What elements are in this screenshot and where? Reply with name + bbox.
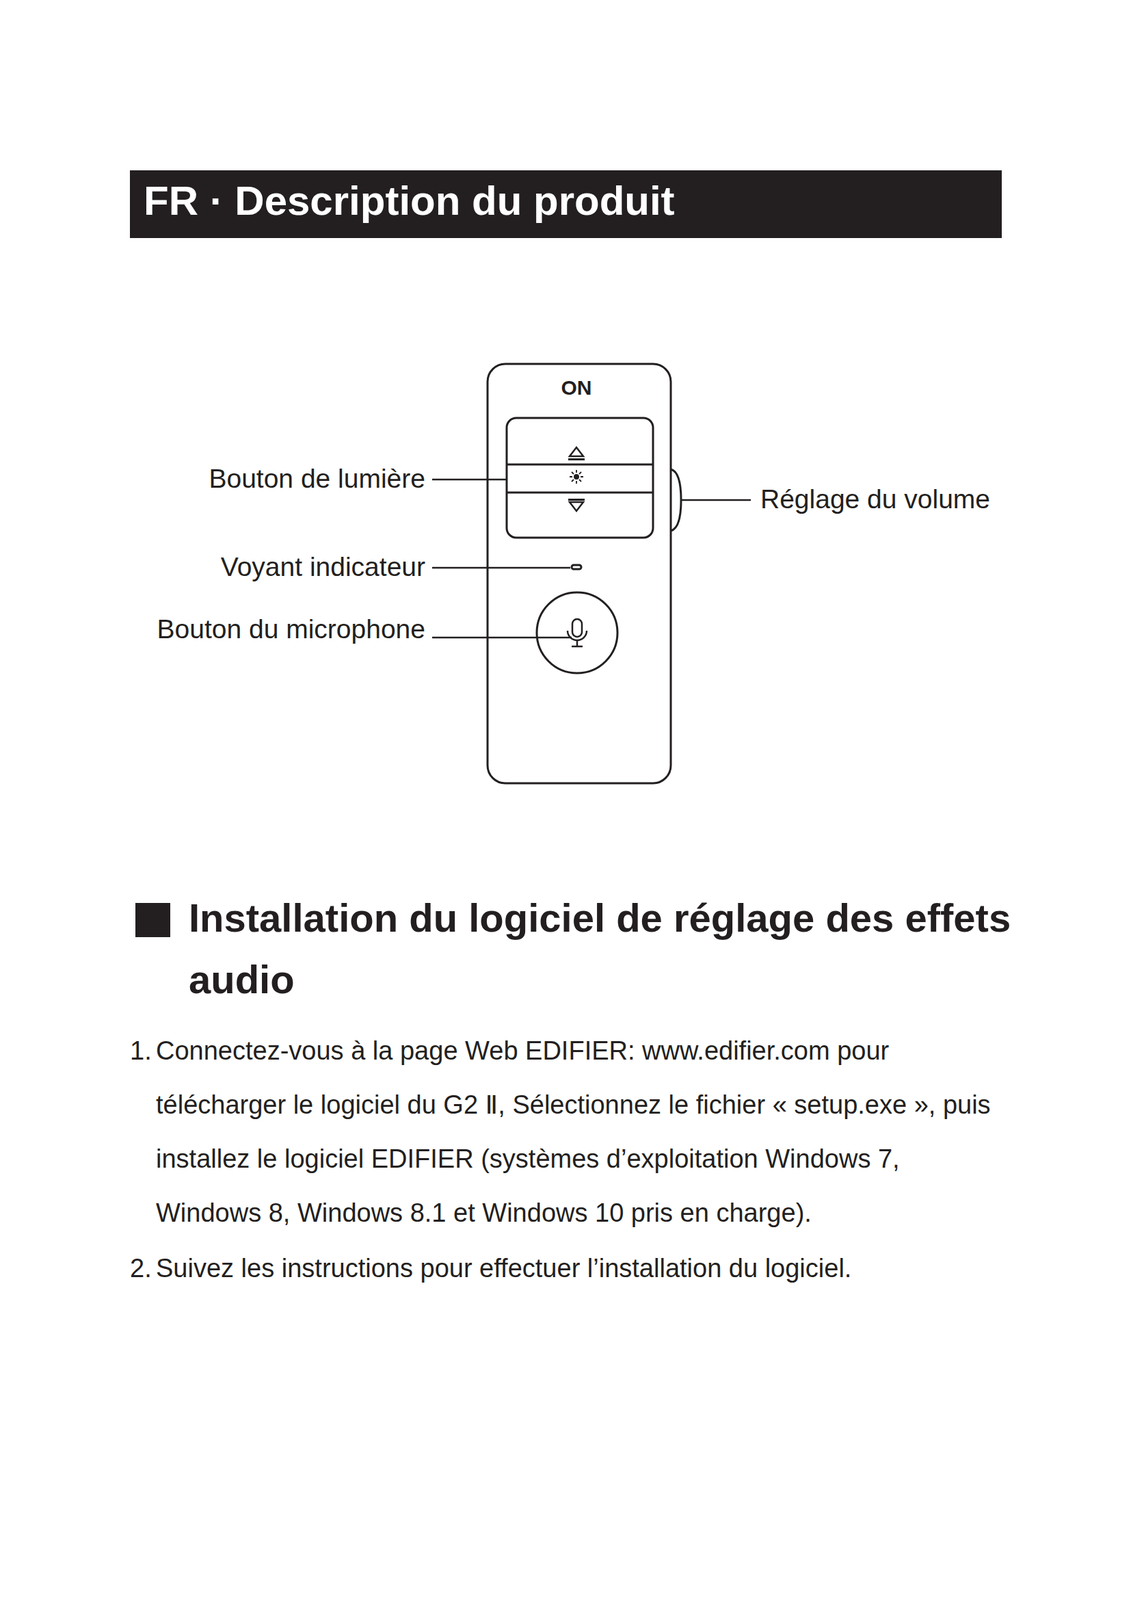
heading-square <box>135 902 171 937</box>
list-item: Connectez-vous à la page Web EDIFIER: ww… <box>155 1023 1001 1240</box>
up-arrow <box>569 447 584 457</box>
light-button-block <box>506 417 654 538</box>
list-number: 2. <box>129 1241 158 1296</box>
indicator-led <box>571 564 582 569</box>
leader-line <box>432 566 571 569</box>
mic-button <box>536 592 618 673</box>
list-number: 1. <box>129 1023 158 1078</box>
volume-wheel <box>670 469 682 531</box>
remote-body <box>487 363 671 783</box>
light-icon-rays <box>569 469 584 484</box>
mic-icon <box>567 618 587 647</box>
down-arrow-base <box>568 498 585 501</box>
section-heading: Installation du logiciel de réglage des … <box>188 886 1058 1010</box>
leader-line <box>681 499 751 502</box>
up-arrow-base <box>568 458 585 461</box>
button-divider <box>506 491 654 494</box>
part-name: Réglage du volume <box>760 483 991 516</box>
button-divider <box>506 463 654 466</box>
leader-line <box>432 636 572 639</box>
part-name: Bouton de lumière <box>208 462 426 496</box>
button-text: ON <box>561 375 593 401</box>
part-name: Voyant indicateur <box>220 551 426 584</box>
list-item: Suivez les instructions pour effectuer l… <box>155 1241 1001 1296</box>
light-icon <box>573 473 580 480</box>
page-title: FR · Description du produit <box>143 176 675 226</box>
part-name: Bouton du microphone <box>157 613 426 646</box>
down-arrow <box>569 501 584 511</box>
leader-line <box>432 478 507 481</box>
